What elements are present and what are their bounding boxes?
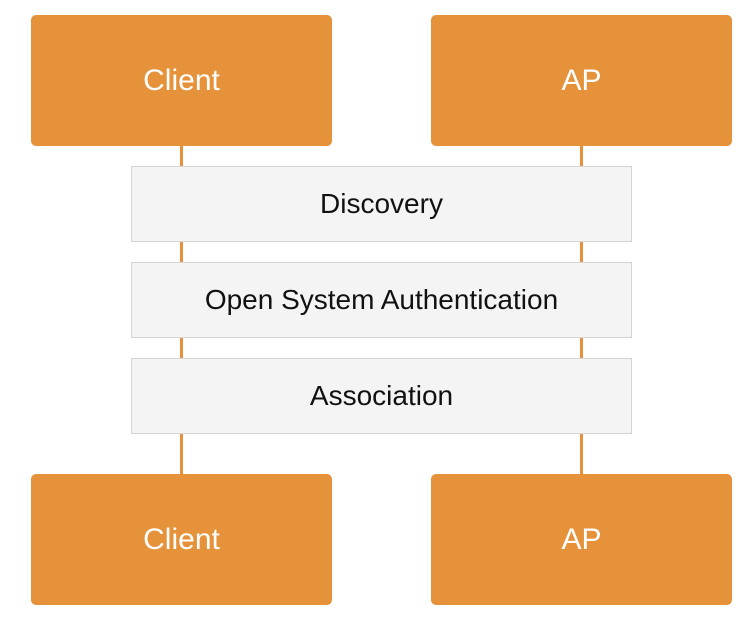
step-association: Association: [131, 358, 632, 434]
step-discovery-label: Discovery: [320, 188, 443, 219]
client-top-box: Client: [31, 15, 332, 146]
ap-top-label: AP: [561, 63, 602, 97]
ap-bottom-label: AP: [561, 522, 602, 556]
step-discovery: Discovery: [131, 166, 632, 242]
step-association-label: Association: [309, 380, 454, 411]
client-top-label: Client: [143, 63, 220, 97]
step-open-system-authentication-label: Open System Authentication: [204, 284, 559, 315]
client-bottom-label: Client: [143, 522, 220, 556]
ap-bottom-box: AP: [431, 474, 732, 605]
ap-top-box: AP: [431, 15, 732, 146]
client-bottom-box: Client: [31, 474, 332, 605]
step-open-system-authentication: Open System Authentication: [131, 262, 632, 338]
